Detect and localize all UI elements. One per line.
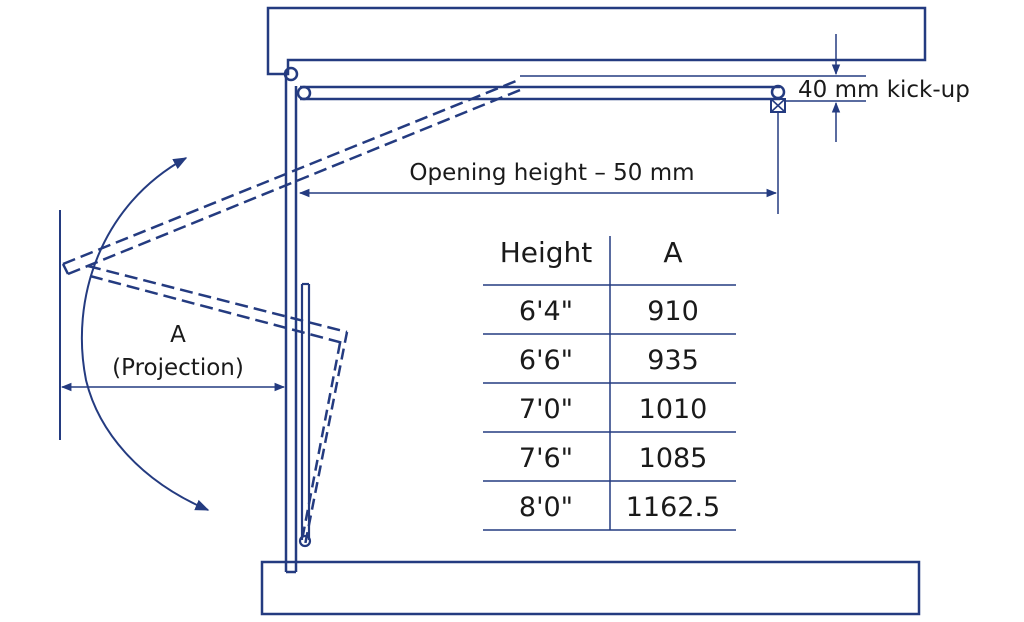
- projection-label: (Projection): [112, 355, 244, 381]
- table-cell-a: 1162.5: [626, 492, 720, 523]
- projection-letter: A: [170, 322, 186, 348]
- table-header-a: A: [663, 236, 682, 269]
- table-cell-height: 6'4": [519, 296, 573, 327]
- table-cell-a: 1010: [639, 394, 708, 425]
- door-swing-dashed: [87, 264, 349, 546]
- projection-table: Height A 6'4" 910 6'6" 935 7'0" 1010 7'6…: [483, 236, 736, 531]
- table-cell-height: 7'6": [519, 443, 573, 474]
- table-cell-height: 6'6": [519, 345, 573, 376]
- table-header-height: Height: [500, 236, 593, 269]
- kickup-label: 40 mm kick-up: [798, 77, 970, 103]
- opening-height-label: Opening height – 50 mm: [409, 160, 694, 186]
- track-end-stop-icon: [770, 98, 786, 113]
- door-partly-open-dashed: [61, 77, 526, 276]
- table-cell-height: 7'0": [519, 394, 573, 425]
- table-cell-height: 8'0": [519, 492, 573, 523]
- lifting-arm: [298, 282, 312, 548]
- top-pivot-circle: [283, 66, 299, 82]
- table-cell-a: 935: [647, 345, 699, 376]
- table-cell-a: 1085: [639, 443, 708, 474]
- header-lintel: [266, 6, 927, 76]
- table-cell-a: 910: [647, 296, 699, 327]
- floor-slab: [260, 560, 921, 616]
- swing-arc: [80, 157, 210, 511]
- track-roller-left: [296, 85, 312, 101]
